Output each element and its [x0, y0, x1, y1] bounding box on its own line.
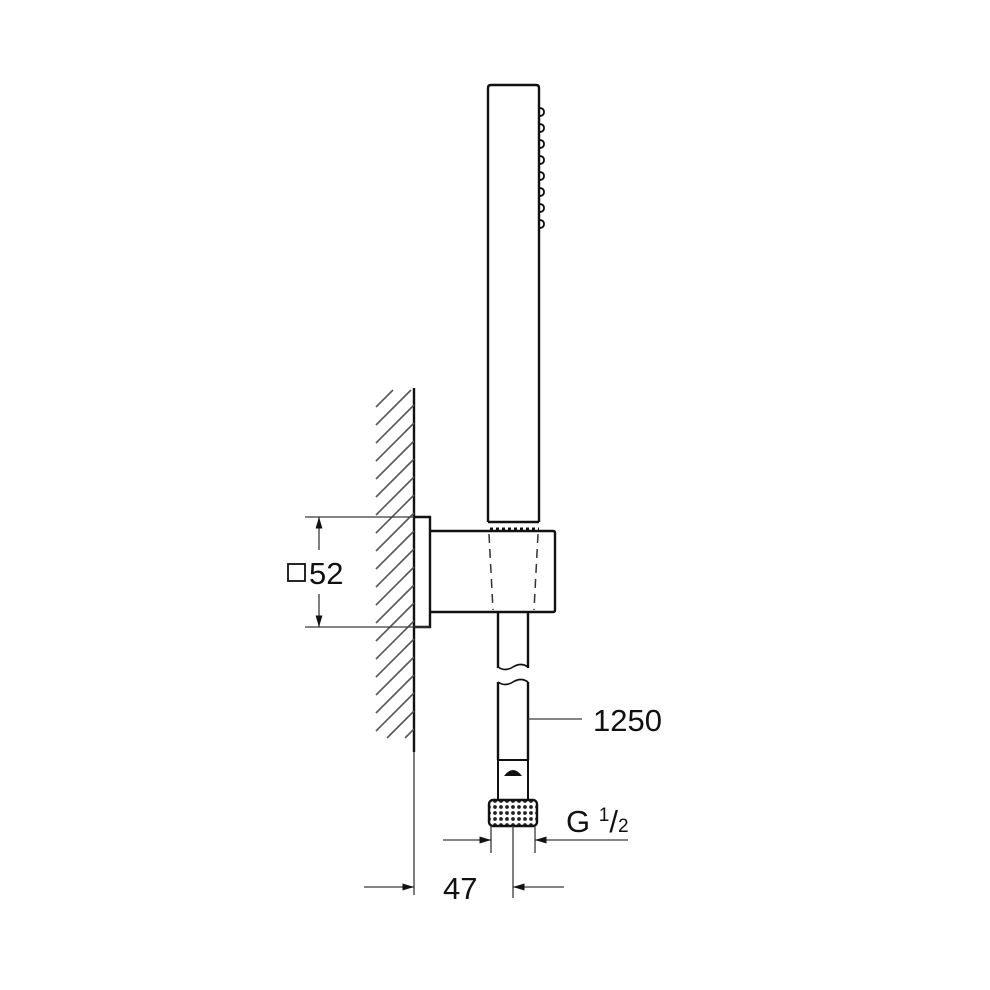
holder-hidden-line-left [488, 533, 494, 611]
thread-slash: / [609, 804, 618, 839]
hose-break-mark-bottom [497, 678, 529, 686]
knurled-nut [487, 798, 539, 828]
thread-numerator: 1 [599, 805, 610, 826]
dimension-thread: G 1/2 [443, 804, 629, 853]
hose-break-mark-top [497, 663, 529, 671]
thread-denominator: 2 [618, 816, 629, 837]
hand-shower-body [486, 83, 541, 522]
hose-connector [487, 759, 539, 828]
spray-nozzles-icon [538, 107, 545, 229]
dimension-holder-square: 52 [287, 516, 430, 628]
wall-offset-value: 47 [443, 871, 477, 906]
ferrule-logo-icon [504, 770, 522, 776]
holder-hidden-line-right [533, 533, 539, 611]
holder-rosette [414, 515, 432, 629]
wall [375, 388, 416, 895]
holder-body [430, 529, 557, 614]
thread-label: G 1/2 [566, 804, 629, 839]
shower-hose [496, 612, 530, 760]
thread-prefix: G [566, 804, 599, 839]
square-symbol-icon [287, 563, 306, 582]
hose-ferrule [497, 759, 529, 801]
hose-length-value: 1250 [593, 703, 662, 738]
wall-holder [414, 515, 557, 629]
wall-hatching [375, 389, 415, 739]
holder-square-value: 52 [309, 556, 343, 591]
hand-shower [486, 83, 545, 531]
dimension-hose-length: 1250 [528, 703, 662, 738]
dimension-wall-offset: 47 [364, 826, 564, 906]
